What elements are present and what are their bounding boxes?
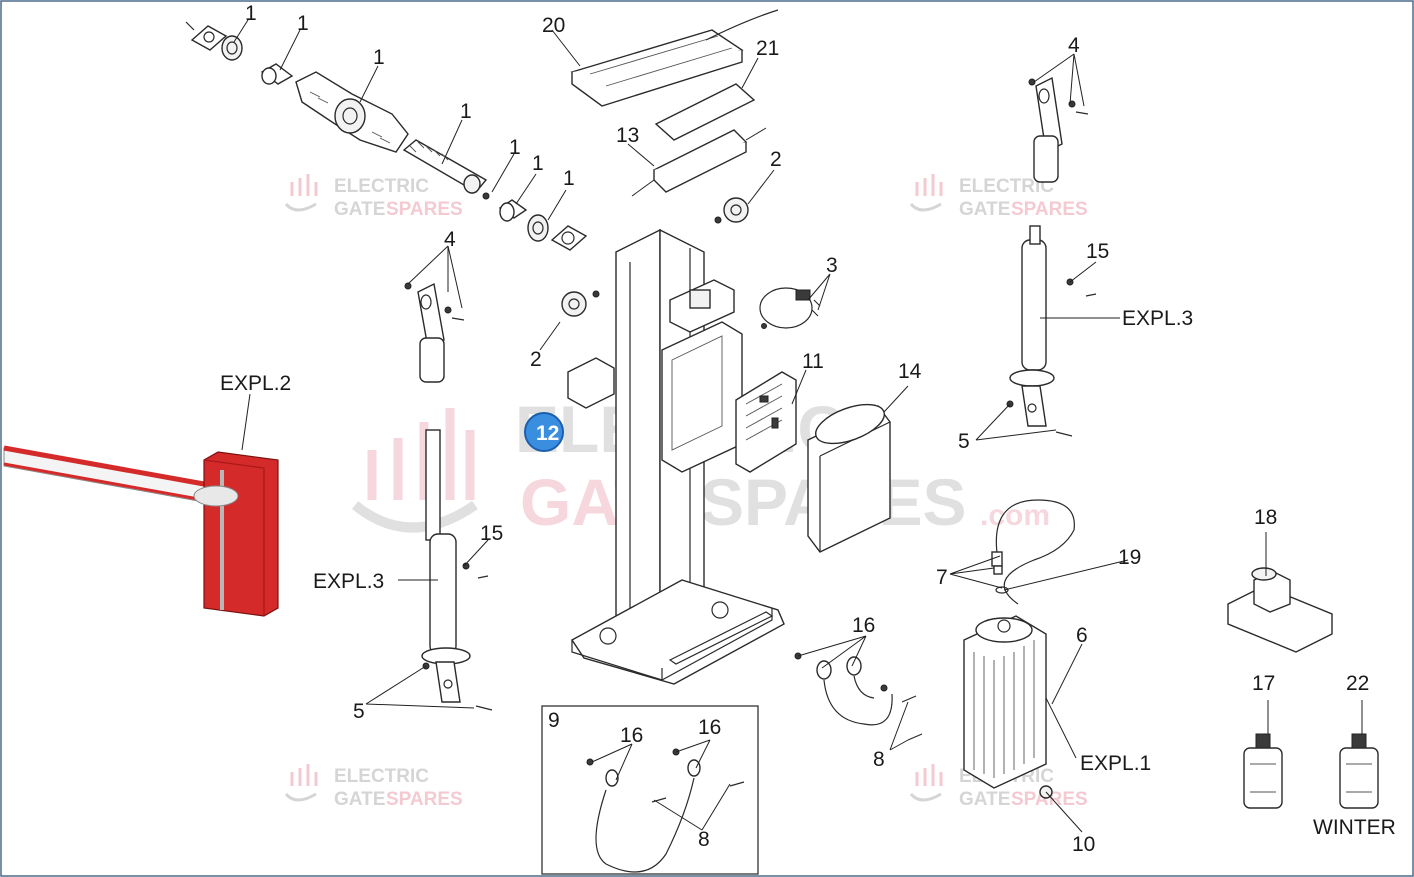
label-5b: 5	[353, 700, 365, 723]
label-1g: 1	[563, 167, 575, 190]
barrier-frame	[570, 228, 785, 685]
release-key	[1227, 567, 1333, 653]
watermark-spares: SPARES	[386, 199, 463, 220]
label-17: 17	[1252, 672, 1275, 695]
label-4b: 4	[444, 228, 456, 251]
label-1b: 1	[297, 12, 309, 35]
hose-kit-box	[541, 705, 759, 875]
label-2a: 2	[770, 148, 782, 171]
label-16b: 16	[620, 724, 643, 747]
oil-bottle-17	[1243, 733, 1283, 809]
watermark-spares: SPARES	[1011, 789, 1088, 810]
label-1d: 1	[460, 100, 472, 123]
piston-left-upper	[404, 282, 465, 383]
label-21: 21	[756, 37, 779, 60]
label-13: 13	[616, 124, 639, 147]
label-1e: 1	[509, 136, 521, 159]
label-1c: 1	[373, 46, 385, 69]
label-expl1: EXPL.1	[1080, 752, 1151, 775]
junction-box-12	[524, 357, 615, 452]
part-labels: 1 1 1 1 1 1 1 20 21 13 2 2 3 11 14 12 4 …	[220, 2, 1396, 856]
label-11: 11	[802, 350, 824, 373]
top-cover-assembly	[570, 9, 779, 197]
label-1f: 1	[532, 152, 544, 175]
drive-shaft-assembly	[185, 21, 588, 251]
watermark-spares: SPARES	[386, 789, 463, 810]
label-6: 6	[1076, 624, 1088, 647]
label-expl2: EXPL.2	[220, 372, 291, 395]
hoses-right	[794, 652, 923, 741]
piston-left-lower	[421, 429, 493, 711]
watermark-line1: ELECTRIC	[959, 176, 1054, 197]
watermark-gate: GATE	[959, 199, 1010, 220]
label-expl3a: EXPL.3	[1122, 307, 1193, 330]
watermark-gate: GATE	[334, 199, 385, 220]
label-18: 18	[1254, 506, 1277, 529]
label-5a: 5	[958, 430, 970, 453]
label-4a: 4	[1068, 34, 1080, 57]
limit-switch-ring	[759, 287, 821, 329]
label-15a: 15	[1086, 240, 1109, 263]
oil-tank-heater	[963, 615, 1053, 799]
label-12: 12	[536, 422, 559, 445]
rubber-bumpers	[561, 197, 749, 317]
label-winter: WINTER	[1313, 816, 1396, 839]
label-9: 9	[548, 709, 560, 732]
label-22: 22	[1346, 672, 1369, 695]
watermark-gate: GATE	[334, 789, 385, 810]
label-7: 7	[936, 566, 948, 589]
watermark-line1: ELECTRIC	[334, 766, 429, 787]
label-10: 10	[1072, 833, 1095, 856]
label-8b: 8	[698, 828, 710, 851]
watermark-top-right: ELECTRIC GATE SPARES	[909, 174, 1088, 220]
watermark-line1: ELECTRIC	[334, 176, 429, 197]
watermark-gate: GATE	[959, 789, 1010, 810]
label-19: 19	[1118, 546, 1141, 569]
badge-12-icon	[524, 412, 564, 452]
watermark-spares: SPARES	[1011, 199, 1088, 220]
barrier-cabinet	[3, 445, 279, 617]
label-8a: 8	[873, 748, 885, 771]
label-3: 3	[826, 254, 838, 277]
label-2b: 2	[530, 348, 542, 371]
label-16a: 16	[852, 614, 875, 637]
control-box	[807, 403, 891, 553]
watermark-bottom-left: ELECTRIC GATE SPARES	[284, 764, 463, 810]
label-15b: 15	[480, 522, 503, 545]
label-20: 20	[542, 14, 565, 37]
leader-lines	[233, 19, 1363, 833]
label-14: 14	[898, 360, 922, 383]
piston-right	[1006, 76, 1097, 437]
label-expl3b: EXPL.3	[313, 570, 384, 593]
label-1a: 1	[245, 2, 257, 25]
watermark-top-left: ELECTRIC GATE SPARES	[284, 174, 463, 220]
oil-bottle-22	[1339, 733, 1379, 809]
control-board	[735, 371, 797, 473]
label-16c: 16	[698, 716, 721, 739]
